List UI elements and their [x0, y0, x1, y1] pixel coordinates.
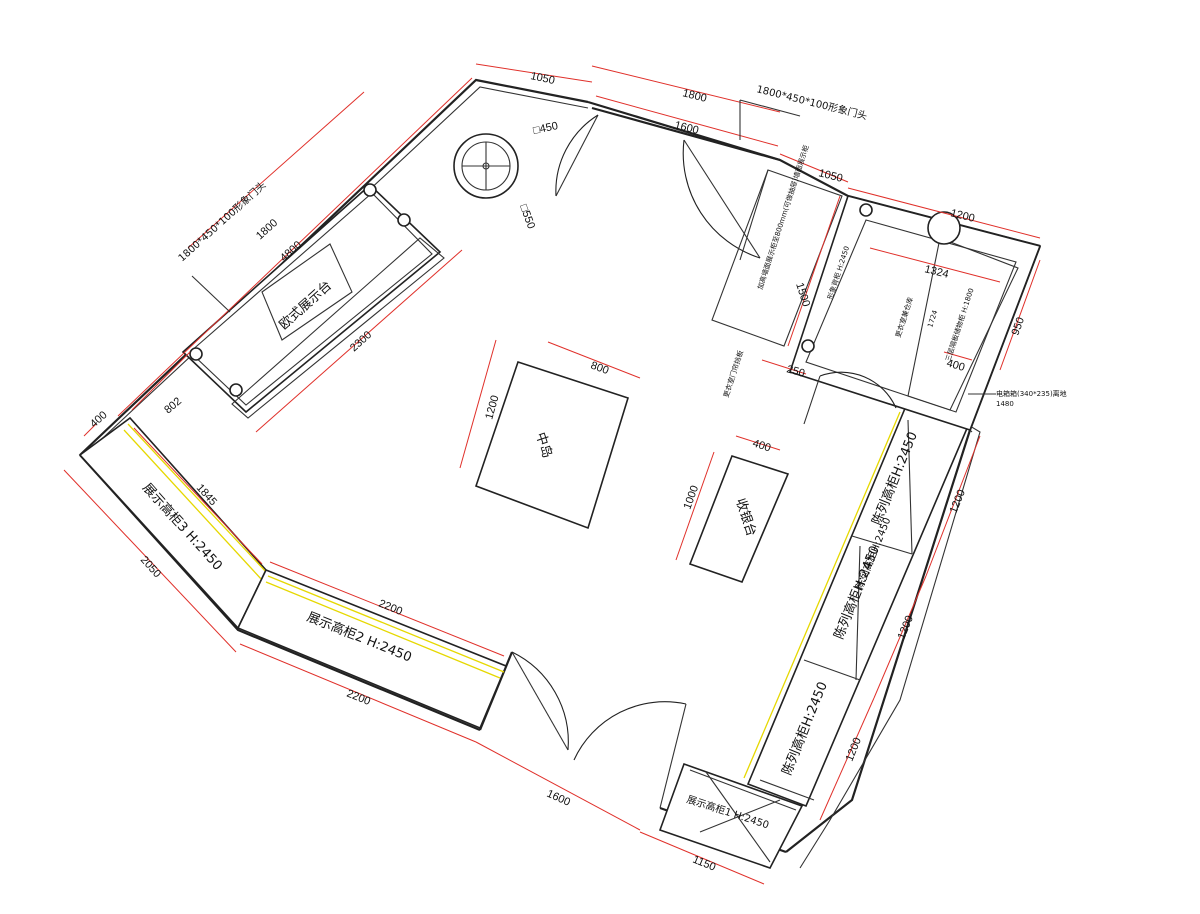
dim-950: 950 [1010, 316, 1028, 337]
back-room [711, 169, 1042, 431]
euro-display-table [181, 183, 445, 419]
dim-1200-right-b: 1200 [896, 614, 916, 641]
dim-2200-inner: 2200 [377, 598, 404, 618]
dim-1800-left: 1800 [254, 217, 280, 242]
dim-550: □550 [517, 203, 537, 231]
dim-1150: 1150 [691, 854, 717, 874]
label-elec-height: 1480 [996, 400, 1014, 408]
dim-1200-right-c: 1200 [844, 736, 864, 763]
dimension-lines [63, 63, 1041, 885]
dim-1200-top-right: 1200 [949, 207, 976, 225]
center-island [474, 360, 629, 530]
label-door-head-top: 1800*450*100形象门头 [755, 82, 868, 122]
dim-2200-outer: 2200 [345, 688, 372, 708]
dim-400-corner: 400 [88, 409, 110, 430]
label-fitting-door: 更衣室门帘挡板 [721, 349, 745, 398]
dim-450: □450 [532, 120, 559, 137]
dim-1050-right: 1050 [817, 167, 844, 185]
label-center-island: 中岛 [532, 430, 555, 460]
front-door [555, 106, 781, 261]
label-door-head-left: 1800*450*100形象门头 [175, 179, 268, 265]
dim-250: 250 [785, 363, 806, 380]
label-floor-cabinet-note: 加高墙面展示柜至800mm(可做抽屉)墙面展示柜 [755, 144, 810, 291]
bottom-door [511, 651, 687, 809]
dim-400-cashier: 400 [751, 437, 772, 454]
round-rack [453, 133, 519, 199]
dim-2050: 2050 [138, 554, 163, 580]
dim-1324: 1324 [923, 263, 950, 281]
display-cabinet-1 [658, 762, 804, 869]
dim-1600-top: 1600 [673, 119, 700, 137]
dim-1050-top: 1050 [529, 70, 555, 87]
label-elec-box: 电箱箱(340*235)离地 [996, 389, 1067, 398]
cashier-desk [688, 455, 790, 584]
dim-1800-top: 1800 [681, 87, 708, 105]
display-cabinet-2 [236, 568, 508, 730]
dim-802: 802 [162, 395, 184, 416]
dim-800: 800 [589, 360, 610, 378]
dim-400-room: 400 [945, 357, 966, 374]
